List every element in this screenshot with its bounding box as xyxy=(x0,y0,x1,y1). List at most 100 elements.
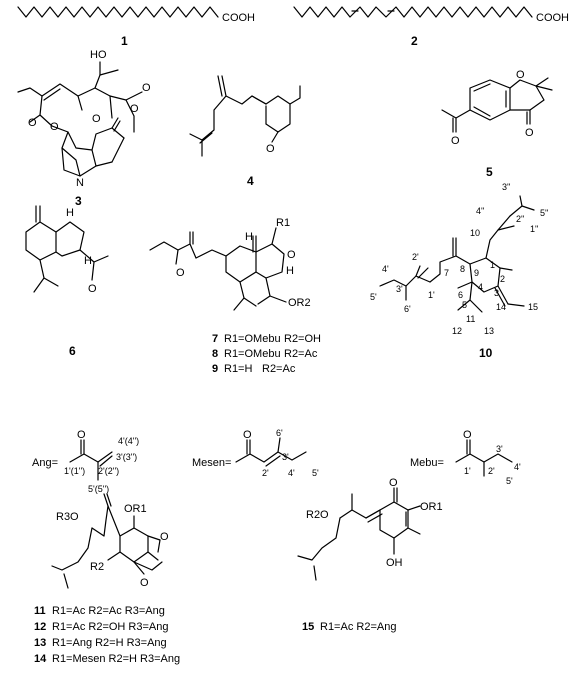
ang-locant-1: 1'(1'') xyxy=(64,466,85,476)
compound-6-number: 6 xyxy=(69,344,76,358)
compound-7-r2: R2=OH xyxy=(284,333,321,345)
compound-7-9-ko: O xyxy=(287,249,296,261)
mesen-locant-2: 2' xyxy=(262,468,269,478)
mebu-locant-2: 2' xyxy=(488,466,495,476)
compound-8-r1: R1=OMebu xyxy=(224,348,281,360)
compound-6-o: O xyxy=(88,283,97,295)
compound-4-structure: O 4 xyxy=(189,75,301,188)
compound-4-number: 4 xyxy=(247,174,254,188)
compound-12-r: R1=Ac R2=OH R3=Ang xyxy=(52,621,168,633)
compound-6-structure: H H O 6 xyxy=(25,205,109,358)
compound-10-locant-1pp: 1'' xyxy=(530,224,539,234)
compound-1-number: 1 xyxy=(121,34,128,48)
compound-3-structure: HO O O O O O N 3 xyxy=(17,49,151,208)
compound-11-number: 11 xyxy=(34,605,46,617)
compound-7-r1: R1=OMebu xyxy=(224,333,281,345)
compound-8-number: 8 xyxy=(212,348,218,360)
ang-substituent: Ang= O 4'(4'') 3'(3'') 1'(1'') 2'(2'') 5… xyxy=(32,429,139,494)
mesen-o: O xyxy=(243,429,252,441)
compound-10-locant-3pp: 3'' xyxy=(502,182,511,192)
compound-10-locant-4pp: 4'' xyxy=(476,206,485,216)
compound-10-locant-13: 13 xyxy=(484,326,494,336)
compound-11-r: R1=Ac R2=Ac R3=Ang xyxy=(52,605,165,617)
compound-10-locant-5pp: 5'' xyxy=(540,208,549,218)
compound-3-number: 3 xyxy=(75,194,82,208)
mesen-label: Mesen= xyxy=(192,457,231,469)
compound-10-locant-4p: 4' xyxy=(382,264,389,274)
compound-7-9-or2: OR2 xyxy=(288,297,311,309)
compound-10-locant-2p: 2' xyxy=(412,252,419,262)
compound-12-number: 12 xyxy=(34,621,46,633)
compound-1-cooh: COOH xyxy=(222,12,255,24)
compound-7-9-h2: H xyxy=(286,265,294,277)
compound-3-o3: O xyxy=(50,121,59,133)
compound-6-h1: H xyxy=(66,207,74,219)
mesen-locant-6: 6' xyxy=(276,428,283,438)
compound-7-9-h1: H xyxy=(245,231,253,243)
compound-14-r: R1=Mesen R2=H R3=Ang xyxy=(52,653,180,665)
compound-10-locant-6p: 6' xyxy=(404,304,411,314)
mebu-locant-4: 4' xyxy=(514,462,521,472)
mebu-locant-3: 3' xyxy=(496,444,503,454)
ang-o: O xyxy=(77,429,86,441)
compound-4-o: O xyxy=(266,143,275,155)
compound-5-o1: O xyxy=(516,69,525,81)
compound-9-number: 9 xyxy=(212,363,218,375)
compound-10-locant-3p: 3' xyxy=(396,284,403,294)
compound-15-or1: OR1 xyxy=(420,501,443,513)
compound-10-locant-5: 5 xyxy=(462,300,467,310)
compound-10-locant-11: 11 xyxy=(466,314,475,324)
compound-10-structure: 10 3'' 4'' 2'' 5'' 1'' 4' 2' 1 5' 3' 1' … xyxy=(370,182,549,360)
compound-3-o2: O xyxy=(28,117,37,129)
compound-2-structure: COOH 2 xyxy=(293,6,569,48)
compound-7-9-r1: R1 xyxy=(276,217,290,229)
compound-15-oh: OH xyxy=(386,557,403,569)
compound-11-14-structure: R3O OR1 O R2 O 11 R1=Ac R2=Ac R3=Ang 12 … xyxy=(34,493,180,665)
mesen-locant-5: 5' xyxy=(312,468,319,478)
compound-10-locant-12: 12 xyxy=(452,326,462,336)
compound-3-o1: O xyxy=(142,82,151,94)
compound-6-h2: H xyxy=(84,255,92,267)
compound-10-locant-10: 10 xyxy=(470,228,480,238)
ang-locant-3: 3'(3'') xyxy=(116,452,137,462)
mebu-locant-1: 1' xyxy=(464,466,471,476)
compound-11-14-r2: R2 xyxy=(90,561,104,573)
compound-9-r2: R2=Ac xyxy=(262,363,296,375)
ang-locant-2: 2'(2'') xyxy=(98,466,119,476)
mebu-o: O xyxy=(463,429,472,441)
compound-10-number: 10 xyxy=(479,346,493,360)
compound-15-ko: O xyxy=(389,477,398,489)
mebu-substituent: Mebu= O 1' 3' 2' 4' 5' xyxy=(410,429,521,486)
compound-10-locant-1: 1 xyxy=(490,260,495,270)
compound-10-locant-4: 4 xyxy=(478,282,483,292)
compound-11-14-r3o: R3O xyxy=(56,511,79,523)
compound-10-locant-3: 3 xyxy=(494,288,499,298)
compound-13-number: 13 xyxy=(34,637,46,649)
compound-15-r2o: R2O xyxy=(306,509,329,521)
compound-5-structure: O O O 5 xyxy=(441,69,553,179)
compound-8-r2: R2=Ac xyxy=(284,348,318,360)
compound-15-number: 15 xyxy=(302,621,314,633)
compound-5-number: 5 xyxy=(486,165,493,179)
mesen-locant-3: 3' xyxy=(282,452,289,462)
compound-11-14-o: O xyxy=(140,577,149,589)
mebu-label: Mebu= xyxy=(410,457,444,469)
compound-5-o3: O xyxy=(451,135,460,147)
ang-label: Ang= xyxy=(32,457,58,469)
compound-13-r: R1=Ang R2=H R3=Ang xyxy=(52,637,167,649)
ang-locant-4: 4'(4'') xyxy=(118,436,139,446)
compound-3-o5: O xyxy=(130,103,139,115)
mesen-locant-4: 4' xyxy=(288,468,295,478)
compound-10-locant-14: 14 xyxy=(496,302,506,312)
compound-3-n: N xyxy=(76,177,84,189)
compound-1-structure: COOH 1 xyxy=(17,6,255,48)
compound-10-locant-9: 9 xyxy=(474,268,479,278)
compound-10-locant-5p: 5' xyxy=(370,292,377,302)
compound-11-14-or1: OR1 xyxy=(124,503,147,515)
compound-9-r1: R1=H xyxy=(224,363,252,375)
mesen-substituent: Mesen= O 6' 3' 5' 2' 4' xyxy=(192,428,319,478)
compound-7-9-o: O xyxy=(176,267,185,279)
compound-7-number: 7 xyxy=(212,333,218,345)
compound-15-structure: R2O O OR1 OH 15 R1=Ac R2=Ang xyxy=(297,477,443,633)
